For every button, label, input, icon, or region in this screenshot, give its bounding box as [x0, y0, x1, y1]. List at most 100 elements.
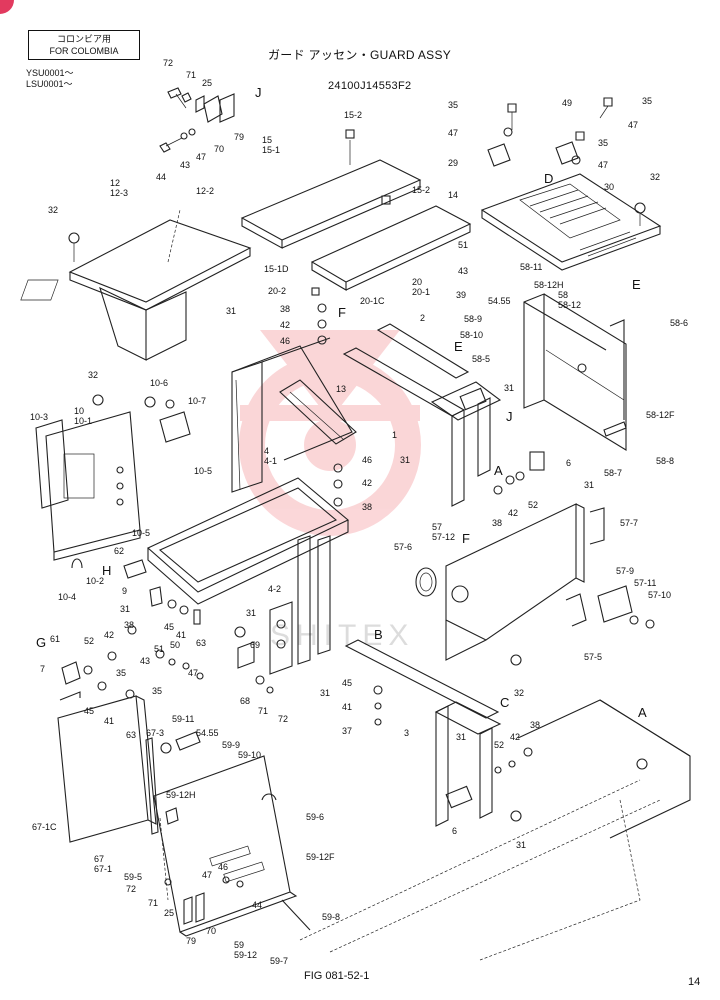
callout-label: 61	[50, 634, 61, 644]
callout-label: 43	[140, 656, 151, 666]
callout-ref-e-2: E	[454, 339, 463, 354]
callout-label: 59-8	[322, 912, 341, 922]
callout-label: 52	[528, 500, 539, 510]
callout-label: 25	[164, 908, 175, 918]
figure-id: FIG 081-52-1	[304, 970, 370, 982]
callout-label: 62	[114, 546, 125, 556]
callout-label: 10-2	[86, 576, 105, 586]
callout-label: 35	[448, 100, 459, 110]
callout-label: 58-11	[520, 262, 543, 272]
callout-label: 14	[448, 190, 459, 200]
callout-label: 32	[514, 688, 525, 698]
callout-label: 38	[124, 620, 135, 630]
panel-67	[57, 691, 159, 843]
callout-label: 67-1	[94, 864, 113, 874]
assembly-part-number: 24100J14553F2	[328, 80, 412, 92]
callout-label: 59-10	[238, 750, 262, 760]
callout-label: 72	[278, 714, 289, 724]
callout-label: 58-5	[472, 354, 491, 364]
callout-label: 47	[202, 870, 213, 880]
region-note-jp: コロンビア用	[56, 34, 111, 44]
callout-ref-c: C	[500, 695, 510, 710]
callout-label: 13	[336, 384, 347, 394]
callout-ref-e: E	[632, 277, 641, 292]
callout-label: 10-6	[150, 378, 169, 388]
callout-label: 51	[458, 240, 469, 250]
callout-label: 35	[642, 96, 653, 106]
callout-label: 47	[628, 120, 639, 130]
callout-label: 32	[88, 370, 99, 380]
callout-label: 38	[530, 720, 541, 730]
callout-label: 12-2	[196, 186, 215, 196]
callout-label: 2	[420, 313, 426, 323]
callout-label: 10-5	[194, 466, 213, 476]
callout-label: 46	[218, 862, 229, 872]
callout-label: 54.55	[488, 296, 511, 306]
region-note-en: FOR COLOMBIA	[49, 46, 119, 56]
callout-label: 42	[104, 630, 115, 640]
callout-label: 45	[84, 706, 95, 716]
callout-label: 52	[494, 740, 505, 750]
callout-label: 57	[432, 522, 443, 532]
callout-label: 6	[452, 826, 458, 836]
callout-label: 35	[152, 686, 163, 696]
callout-label: 42	[362, 478, 373, 488]
machine-base	[299, 699, 691, 961]
callout-label: 59-9	[222, 740, 241, 750]
callout-ref-g: G	[36, 635, 47, 650]
callout-label: 31	[246, 608, 257, 618]
callout-label: 37	[342, 726, 353, 736]
callout-label: 44	[252, 900, 263, 910]
callout-label: 47	[448, 128, 459, 138]
callout-label: 50	[170, 640, 181, 650]
callout-label: 57-9	[616, 566, 635, 576]
callout-label: 79	[234, 132, 245, 142]
callout-label: 32	[48, 205, 59, 215]
callout-label: 31	[320, 688, 331, 698]
callout-label: 12-3	[110, 188, 129, 198]
callout-label: 79	[186, 936, 197, 946]
callout-label: 3	[404, 728, 410, 738]
mid-left-hardware	[61, 463, 533, 774]
callout-label: 20-2	[268, 286, 287, 296]
frame-1	[342, 323, 502, 507]
callout-label: 69	[250, 640, 261, 650]
callout-label: 59-12F	[306, 852, 335, 862]
callout-label: 4-1	[264, 456, 278, 466]
callout-label: 9	[122, 586, 128, 596]
watermark-text: SHITEX	[270, 619, 414, 652]
callout-label: 12	[110, 178, 121, 188]
callout-label: 31	[226, 306, 237, 316]
callout-label: 35	[598, 138, 609, 148]
panel-57	[415, 503, 655, 661]
callout-label: 46	[362, 455, 373, 465]
callout-label: 71	[258, 706, 269, 716]
callout-label: 20	[412, 277, 423, 287]
callout-label: 38	[280, 304, 291, 314]
callout-label: 32	[650, 172, 661, 182]
callout-label: 70	[214, 144, 225, 154]
frame-4	[147, 337, 353, 675]
callout-label: 59-7	[270, 956, 289, 966]
callout-label: 1	[392, 430, 398, 440]
callout-ref-j-2: J	[506, 409, 513, 424]
callout-label: 10	[74, 406, 85, 416]
callout-label: 58-6	[670, 318, 689, 328]
callout-label: 15-1D	[264, 264, 289, 274]
callout-label: 67	[94, 854, 105, 864]
callout-label: 46	[280, 336, 291, 346]
callout-label: 42	[510, 732, 521, 742]
callout-label: 4-2	[268, 584, 282, 594]
panel-10	[35, 394, 191, 569]
bracket-13	[279, 379, 357, 445]
callout-label: 29	[448, 158, 459, 168]
top-left-hardware	[159, 87, 235, 153]
callout-label: 58-10	[460, 330, 484, 340]
panel-12	[20, 209, 252, 361]
callout-label: 59-12	[234, 950, 258, 960]
serial-range-2: LSU0001～	[26, 79, 73, 89]
callout-label: 70	[206, 926, 217, 936]
callout-ref-b: B	[374, 627, 383, 642]
